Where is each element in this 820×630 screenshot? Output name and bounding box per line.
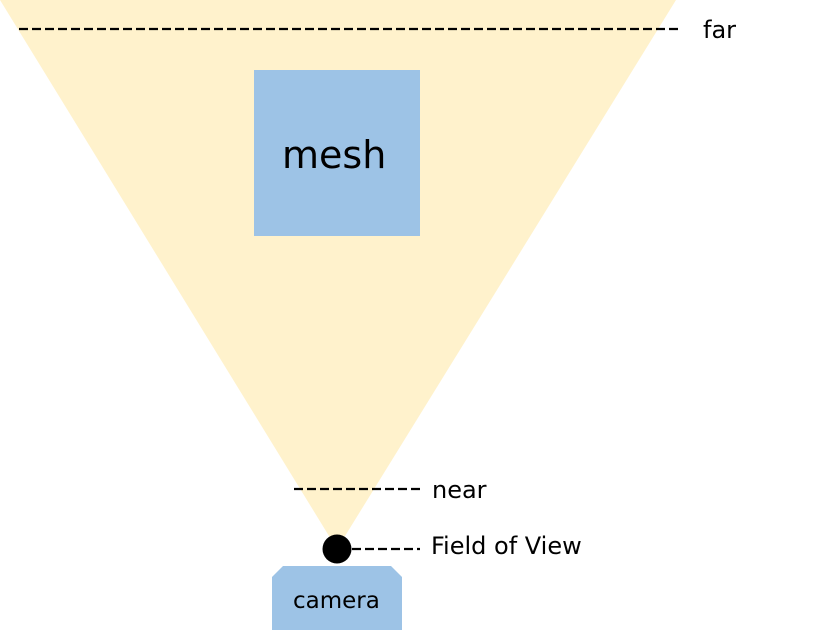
near-plane-label: near — [432, 476, 487, 504]
fov-label: Field of View — [431, 532, 582, 560]
camera-body — [272, 566, 402, 630]
mesh-label: mesh — [282, 133, 386, 177]
mesh-box — [254, 70, 420, 236]
camera-point — [322, 534, 352, 564]
far-plane-label: far — [703, 16, 736, 44]
view-frustum — [0, 0, 676, 549]
camera-label: camera — [293, 588, 380, 614]
